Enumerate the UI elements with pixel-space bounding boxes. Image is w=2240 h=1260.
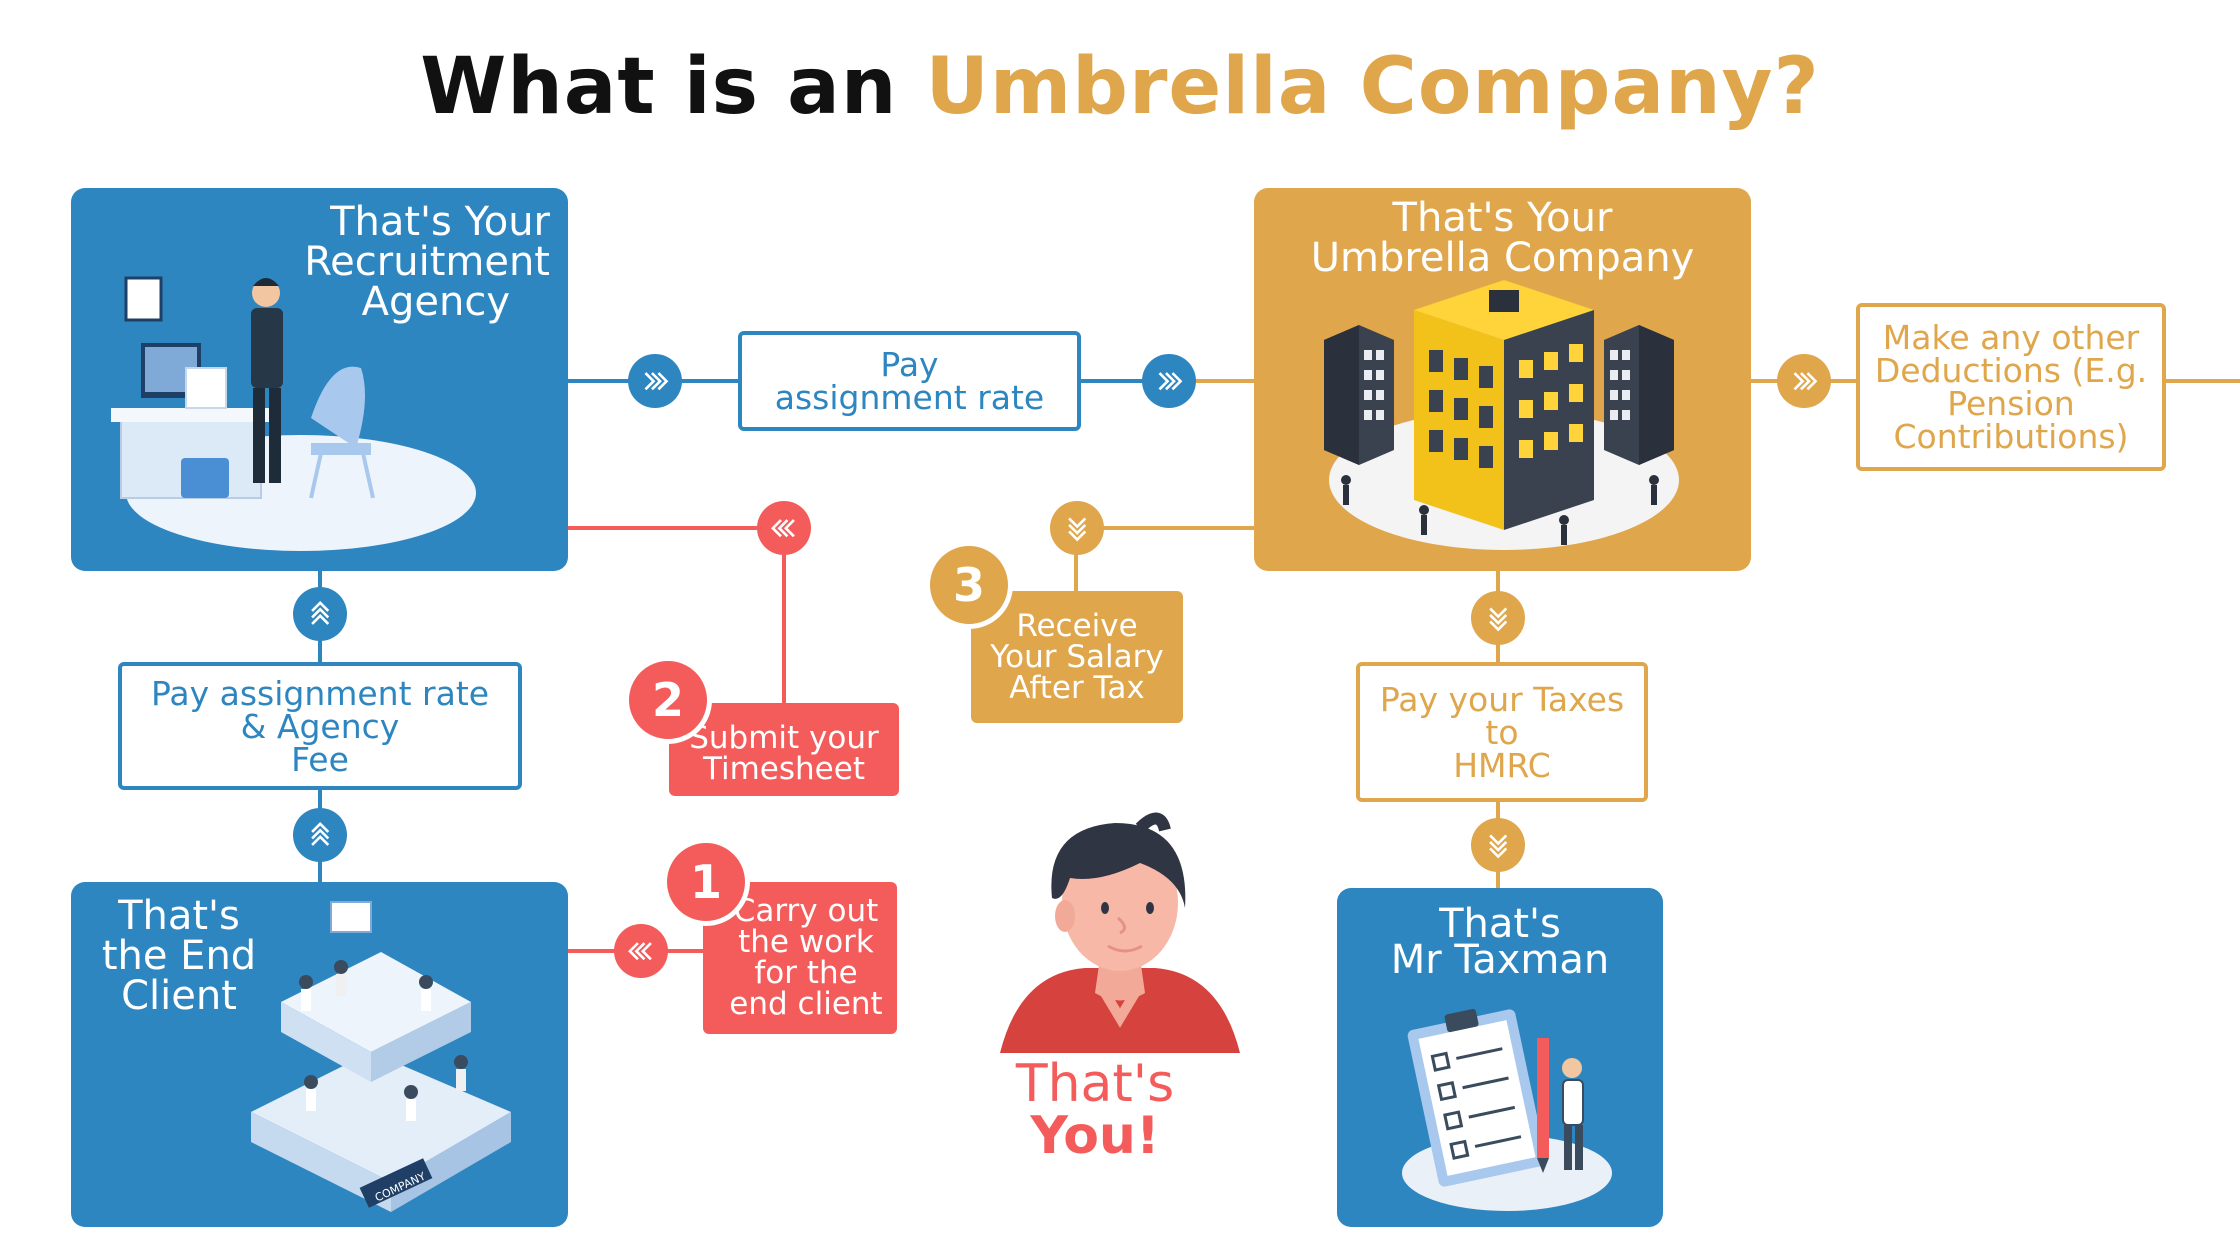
step-text-line: Receive xyxy=(1016,607,1138,644)
box-line: Contributions) xyxy=(1893,417,2129,456)
box-line: & Agency xyxy=(240,706,400,746)
umbrella-label-line: That's Your xyxy=(1392,195,1613,241)
agency-label-line: That's Your xyxy=(330,199,550,245)
chevron-down-icon xyxy=(1471,591,1525,645)
chevron-up-icon xyxy=(293,808,347,862)
title-prefix: What is an xyxy=(420,42,926,132)
taxman-label: That's Mr Taxman xyxy=(1337,901,1663,983)
pay-assignment-rate-box: Pay assignment rate xyxy=(738,331,1081,431)
step-text-line: Carry out xyxy=(733,893,879,929)
box-line: Make any other xyxy=(1882,318,2140,357)
taxman-label-line: Mr Taxman xyxy=(1390,937,1610,983)
chevron-down-icon xyxy=(1471,818,1525,872)
taxman-label-line: That's xyxy=(1439,901,1561,947)
step-2-badge: 2 xyxy=(624,656,712,744)
clipboard-illustration xyxy=(1402,1008,1612,1211)
step-3-box: Receive Your Salary After Tax xyxy=(971,591,1183,723)
umbrella-label: That's Your Umbrella Company xyxy=(1254,198,1751,278)
agency-label: That's Your Recruitment Agency xyxy=(290,202,550,322)
box-line: assignment rate xyxy=(774,378,1045,417)
page-title: What is an Umbrella Company? xyxy=(0,42,2240,132)
taxman-panel: That's Mr Taxman xyxy=(1337,888,1663,1227)
chevron-left-icon xyxy=(757,501,811,555)
you-label-line1: That's xyxy=(1015,1054,1175,1114)
step-text-line: Your Salary xyxy=(990,638,1164,675)
other-deductions-box: Make any other Deductions (E.g. Pension … xyxy=(1856,303,2166,471)
buildings-illustration xyxy=(1324,280,1679,550)
box-line: Pay your Taxes xyxy=(1379,679,1625,719)
box-line: Pay xyxy=(880,345,939,384)
box-line: Deductions (E.g. xyxy=(1874,351,2148,390)
umbrella-panel: That's Your Umbrella Company xyxy=(1254,188,1751,571)
step-text-line: the work xyxy=(738,924,874,960)
client-label-line: Client xyxy=(121,973,237,1019)
you-label: That's You! xyxy=(980,1058,1210,1162)
client-label: That's the End Client xyxy=(89,896,269,1016)
office-illustration: COMPANY xyxy=(251,901,511,1212)
step-3-badge: 3 xyxy=(925,541,1013,629)
agency-label-line: Recruitment xyxy=(304,239,550,285)
box-line: to xyxy=(1485,712,1519,752)
box-line: HMRC xyxy=(1453,745,1551,785)
chevron-right-icon xyxy=(1142,354,1196,408)
chevron-up-icon xyxy=(293,587,347,641)
box-line: Pay assignment rate xyxy=(150,673,490,713)
agency-panel: That's Your Recruitment Agency xyxy=(71,188,568,571)
title-accent: Umbrella Company? xyxy=(925,42,1820,132)
agency-illustration xyxy=(111,276,476,551)
umbrella-label-line: Umbrella Company xyxy=(1310,235,1695,281)
agency-label-line: Agency xyxy=(361,279,510,325)
chevron-right-icon xyxy=(1777,354,1831,408)
chevron-left-icon xyxy=(614,924,668,978)
chevron-right-icon xyxy=(628,354,682,408)
step-text-line: end client xyxy=(729,986,883,1022)
step-1-badge: 1 xyxy=(662,838,750,926)
pay-rate-agency-fee-box: Pay assignment rate & Agency Fee xyxy=(118,662,522,790)
client-panel: COMPANY That's the End Client xyxy=(71,882,568,1227)
client-label-line: the End xyxy=(101,933,257,979)
step-text-line: After Tax xyxy=(1009,669,1145,706)
chevron-down-icon xyxy=(1050,501,1104,555)
client-label-line: That's xyxy=(118,893,240,939)
pay-taxes-box: Pay your Taxes to HMRC xyxy=(1356,662,1648,802)
box-line: Pension xyxy=(1947,384,2075,423)
box-line: Fee xyxy=(291,739,349,779)
step-text-line: Submit your xyxy=(689,719,879,756)
person-avatar xyxy=(1000,812,1240,1053)
step-text-line: Timesheet xyxy=(703,750,865,787)
step-text-line: for the xyxy=(754,955,858,991)
you-label-line2: You! xyxy=(1030,1106,1160,1166)
